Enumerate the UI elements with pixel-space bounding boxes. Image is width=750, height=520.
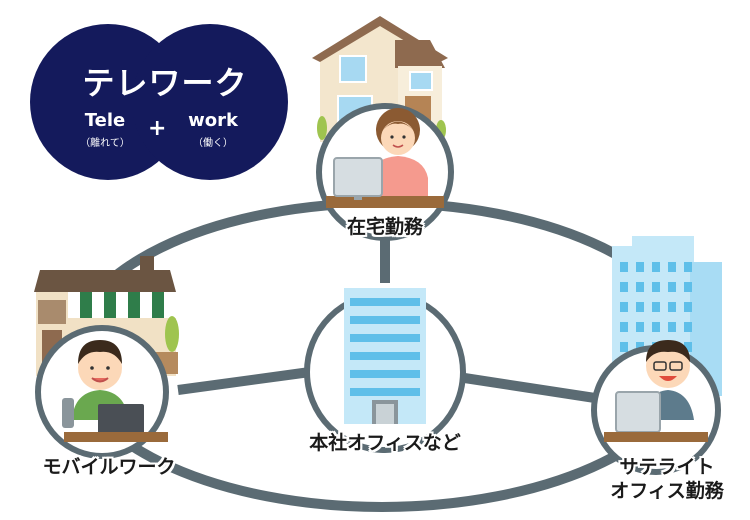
logo-left-subtitle: （離れて） [80, 138, 130, 149]
hq-illustration [304, 288, 466, 453]
home-label: 在宅勤務 [346, 216, 423, 238]
logo-plus-sign: + [148, 116, 167, 141]
logo-circles [30, 24, 288, 180]
spoke-right [457, 372, 596, 403]
logo-right-word: work [188, 110, 238, 131]
mobile-illustration [34, 256, 179, 459]
logo-right-subtitle: （働く） [193, 138, 233, 149]
mobile-label: モバイルワーク [42, 456, 176, 478]
hq-label: 本社オフィスなど [309, 432, 461, 454]
cafe-awning [68, 292, 176, 318]
logo-title: テレワーク [82, 64, 248, 102]
spoke-left [177, 367, 311, 395]
satellite-label-line2: オフィス勤務 [610, 480, 724, 502]
logo-left-word: Tele [84, 110, 126, 131]
home-illustration [312, 16, 454, 241]
satellite-illustration [591, 236, 722, 475]
satellite-label-line1: サテライト [619, 456, 715, 478]
